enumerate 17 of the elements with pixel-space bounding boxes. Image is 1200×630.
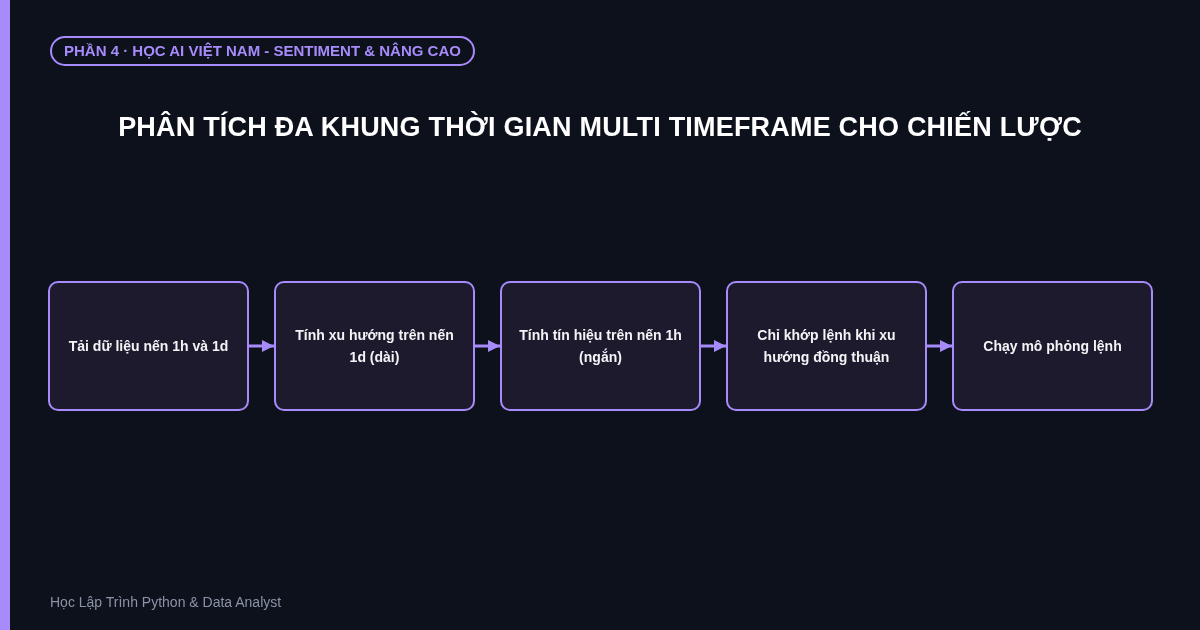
arrow bbox=[927, 340, 952, 352]
process-box bbox=[726, 281, 927, 411]
process-box bbox=[274, 281, 475, 411]
arrow bbox=[475, 340, 500, 352]
footer-text: Học Lập Trình Python & Data Analyst bbox=[50, 594, 282, 610]
process-box bbox=[952, 281, 1153, 411]
title: PHÂN TÍCH ĐA KHUNG THỜI GIAN MULTI TIMEFRAME CHO CHIẾN LƯỢC bbox=[117, 112, 1083, 143]
step-text: Tải dữ liệu nến 1h và 1d bbox=[68, 337, 229, 356]
step-text: Chạy mô phỏng lệnh bbox=[983, 337, 1122, 356]
arrow bbox=[701, 340, 726, 352]
arrow bbox=[249, 340, 274, 352]
step-text: Tính tín hiệu trên nến 1h (ngắn) bbox=[518, 326, 683, 367]
step-text: Chỉ khớp lệnh khi xu hướng đồng thuận bbox=[756, 326, 897, 367]
section-tag: PHẦN 4 · HỌC AI VIỆT NAM - SENTIMENT & NÂNG CAO bbox=[50, 36, 475, 66]
process-box bbox=[500, 281, 701, 411]
step-text: Tính xu hướng trên nến 1d (dài) bbox=[294, 326, 455, 367]
process-box bbox=[48, 281, 249, 411]
